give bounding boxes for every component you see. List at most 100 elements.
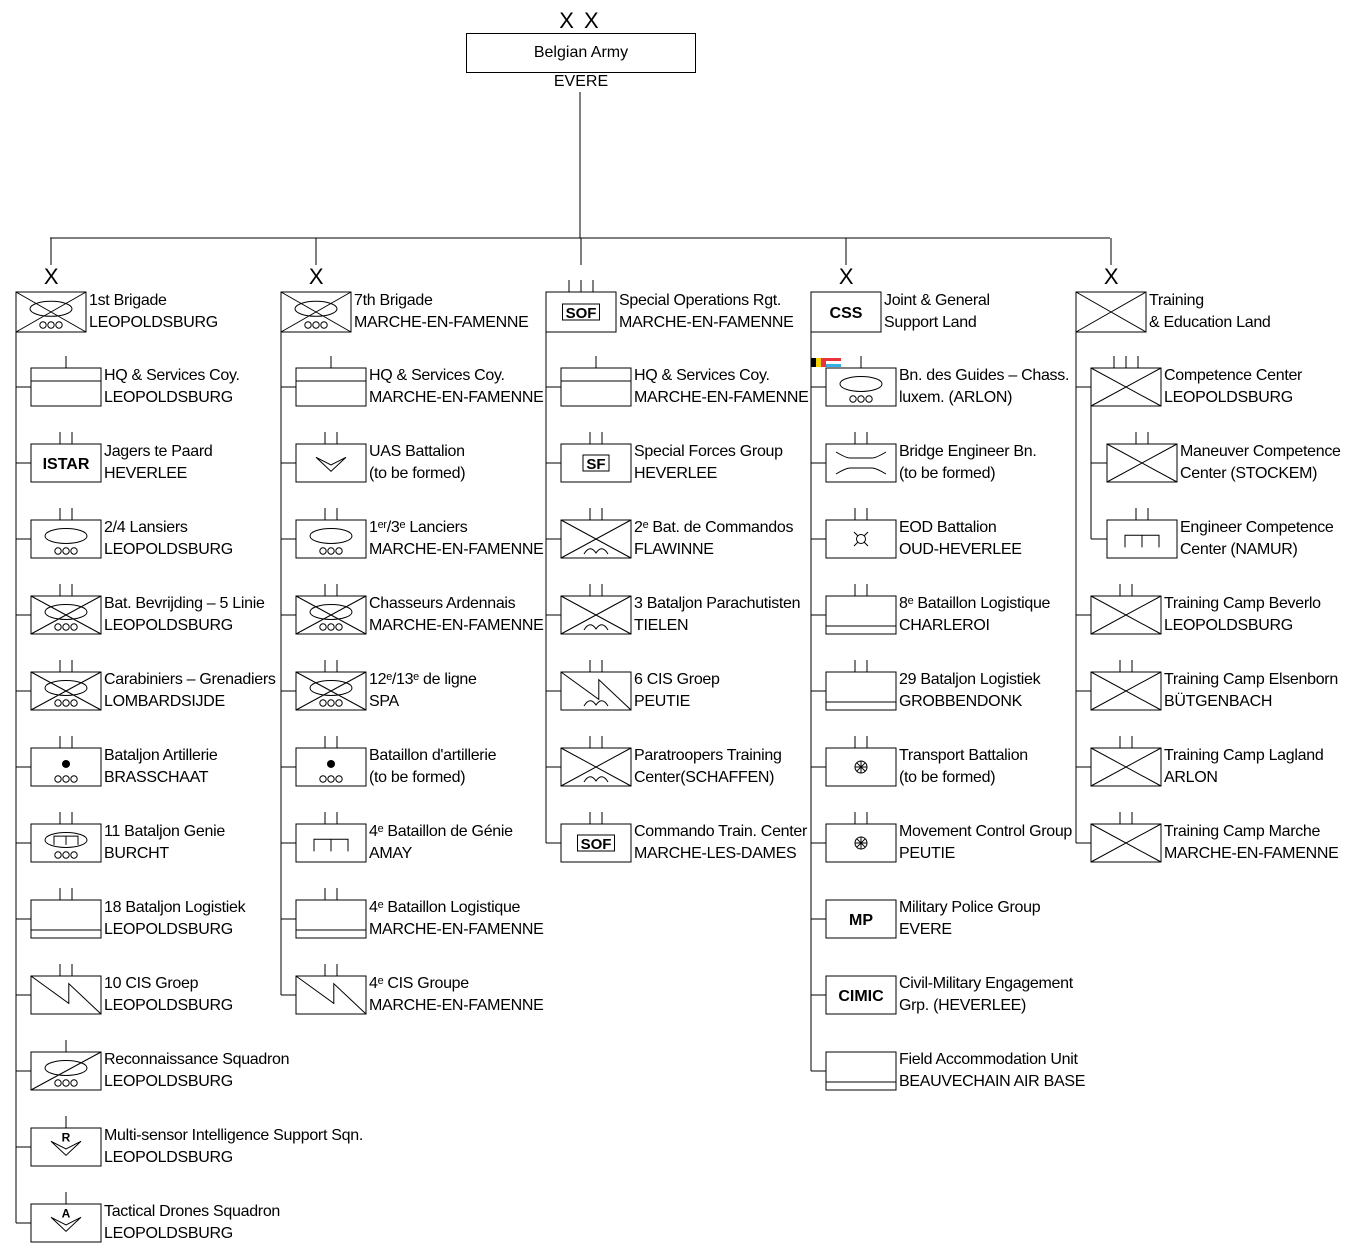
unit-name: Carabiniers – Grenadiers: [104, 671, 276, 688]
bridge-symbol-icon: [825, 432, 897, 483]
unit-location: MARCHE-EN-FAMENNE: [369, 921, 544, 938]
brigade-echelon-mark: X: [308, 264, 324, 289]
unit-name: Transport Battalion: [899, 747, 1028, 764]
armor-symbol-icon: [295, 508, 367, 559]
unit[interactable]: R Multi-sensor Intelligence Support Sqn.L…: [30, 1116, 363, 1167]
unit-name: Reconnaissance Squadron: [104, 1051, 290, 1068]
unit-label: Multi-sensor Intelligence Support Sqn.LE…: [104, 1125, 363, 1169]
unit[interactable]: HQ & Services Coy.LEOPOLDSBURG: [30, 356, 240, 407]
unit-location: SPA: [369, 693, 399, 710]
belgian-army-box[interactable]: Belgian Army: [466, 33, 696, 73]
brigade-echelon-mark: X: [1103, 264, 1119, 289]
infantry-symbol-icon: [1090, 660, 1162, 711]
airborne-signals-symbol-icon: [560, 660, 632, 711]
unit-location: BURCHT: [104, 845, 169, 862]
unit-location: (to be formed): [369, 465, 466, 482]
mech-infantry-symbol-icon: [15, 291, 87, 333]
eod-symbol-icon: [825, 508, 897, 559]
unit-label: Bataillon d'artillerie(to be formed): [369, 745, 497, 789]
unit-location: LEOPOLDSBURG: [104, 389, 233, 406]
unit[interactable]: Bridge Engineer Bn.(to be formed): [825, 432, 1037, 483]
svg-text:R: R: [62, 1130, 71, 1144]
unit[interactable]: Bn. des Guides – Chass.luxem. (ARLON): [811, 356, 1069, 407]
infantry-symbol-icon: [1090, 584, 1162, 635]
unit-name: 2ᵉ Bat. de Commandos: [634, 519, 794, 536]
unit[interactable]: Transport Battalion(to be formed): [825, 736, 1028, 787]
svg-text:A: A: [62, 1206, 71, 1220]
unit-name: 1st Brigade: [89, 292, 167, 309]
svg-text:CSS: CSS: [830, 305, 863, 322]
unit-location: Grp. (HEVERLEE): [899, 997, 1027, 1014]
unit-location: MARCHE-EN-FAMENNE: [369, 389, 544, 406]
unit-name: 18 Bataljon Logistiek: [104, 899, 246, 916]
unit-name: 4ᵉ CIS Groupe: [369, 975, 469, 992]
unit[interactable]: UAS Battalion(to be formed): [295, 432, 466, 483]
unit-location: PEUTIE: [634, 693, 690, 710]
armor-symbol-icon: [30, 508, 102, 559]
unit-location: LEOPOLDSBURG: [104, 997, 233, 1014]
unit-location: FLAWINNE: [634, 541, 714, 558]
unit[interactable]: HQ & Services Coy.MARCHE-EN-FAMENNE: [560, 356, 809, 407]
unit[interactable]: Bataillon d'artillerie(to be formed): [295, 736, 497, 787]
unit[interactable]: HQ & Services Coy.MARCHE-EN-FAMENNE: [295, 356, 544, 407]
unit-location: LOMBARDSIJDE: [104, 693, 225, 710]
armor-symbol-icon: [811, 356, 897, 407]
formation-unit[interactable]: Training& Education Land: [1075, 291, 1271, 333]
unit-name: Bn. des Guides – Chass.: [899, 367, 1070, 384]
unit-location: ARLON: [1164, 769, 1218, 786]
unit-location: Support Land: [884, 314, 977, 331]
svg-text:ISTAR: ISTAR: [43, 456, 90, 473]
unit-location: MARCHE-EN-FAMENNE: [634, 389, 809, 406]
unit-location: LEOPOLDSBURG: [104, 921, 233, 938]
unit-location: LEOPOLDSBURG: [104, 1149, 233, 1166]
unit-location: LEOPOLDSBURG: [104, 617, 233, 634]
